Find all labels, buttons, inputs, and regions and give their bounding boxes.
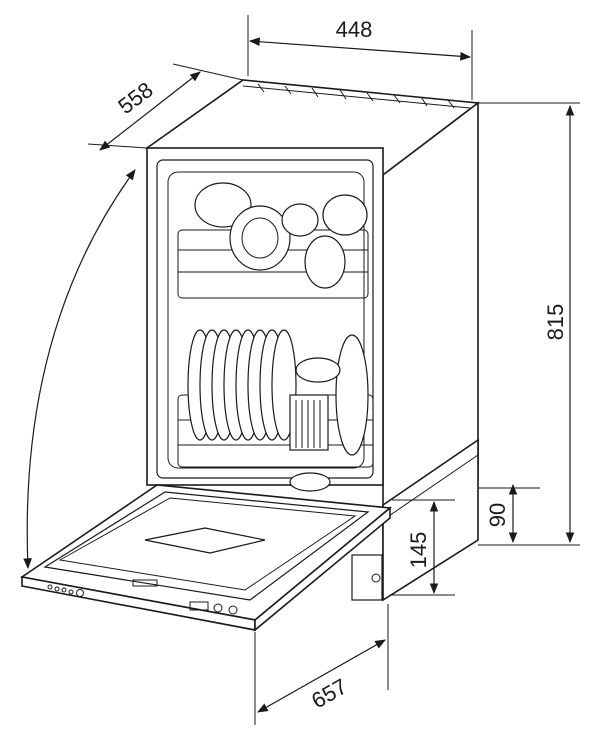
dimension-label-657: 657 bbox=[307, 673, 351, 713]
open-door bbox=[19, 484, 392, 632]
dimension-label-558: 558 bbox=[113, 77, 157, 119]
dimension-plinth: 90 bbox=[478, 483, 540, 544]
dimension-hinge: 145 bbox=[392, 499, 455, 596]
dimension-label-90: 90 bbox=[485, 503, 510, 527]
dimension-open-depth: 657 bbox=[254, 604, 389, 725]
dimension-label-145: 145 bbox=[406, 532, 431, 569]
door-swing-arc bbox=[23, 169, 136, 570]
dimension-height: 815 bbox=[478, 102, 580, 546]
upper-basket bbox=[177, 182, 369, 299]
dimension-width: 448 bbox=[247, 15, 473, 100]
dimension-label-815: 815 bbox=[543, 304, 568, 341]
lower-basket bbox=[177, 329, 374, 492]
dimension-label-448: 448 bbox=[336, 17, 373, 42]
